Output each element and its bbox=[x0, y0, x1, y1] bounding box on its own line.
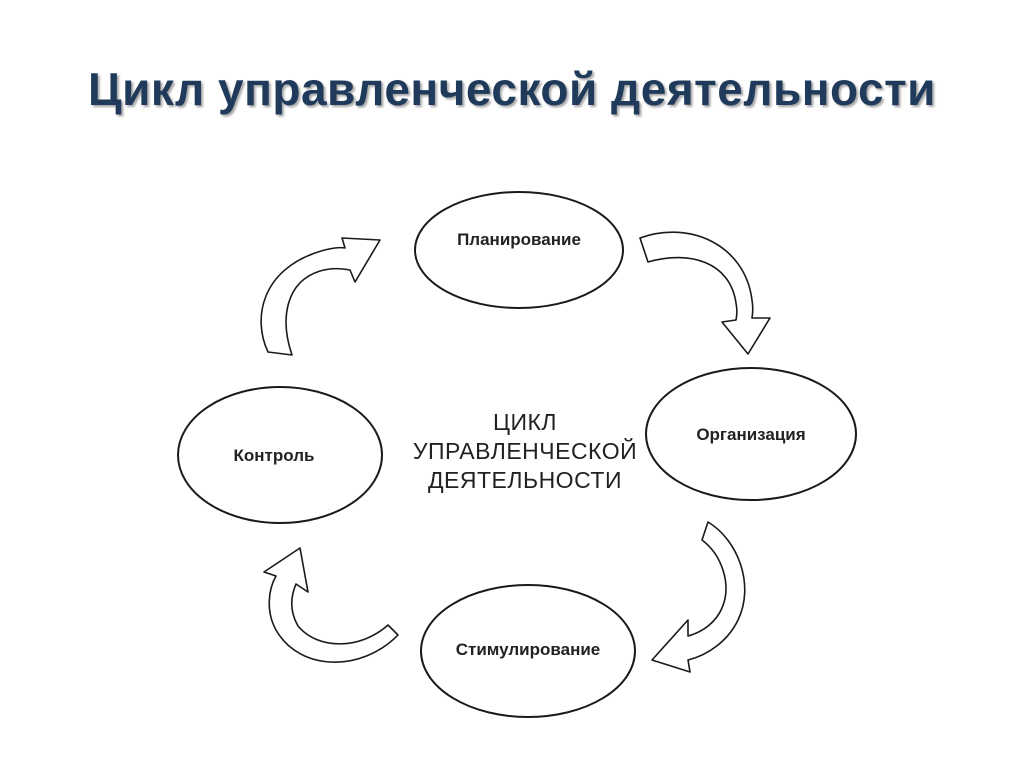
node-stimulation-ellipse bbox=[420, 584, 636, 718]
slide-title: Цикл управленческой деятельности bbox=[88, 63, 936, 115]
arrow-stimulation-to-control bbox=[263, 547, 399, 663]
node-planning: Планирование bbox=[414, 191, 624, 309]
node-organization: Организация bbox=[645, 367, 857, 501]
node-planning-label: Планирование bbox=[457, 230, 581, 249]
center-label: ЦИКЛ УПРАВЛЕНЧЕСКОЙ ДЕЯТЕЛЬНОСТИ bbox=[413, 409, 637, 493]
arrow-control-to-planning bbox=[260, 237, 381, 356]
node-organization-label: Организация bbox=[696, 425, 805, 444]
center-label-line-3: ДЕЯТЕЛЬНОСТИ bbox=[428, 467, 622, 493]
node-stimulation: Стимулирование bbox=[420, 584, 636, 718]
arrow-organization-to-stimulation bbox=[651, 521, 746, 673]
center-label-line-2: УПРАВЛЕНЧЕСКОЙ bbox=[413, 437, 637, 464]
node-control-ellipse bbox=[177, 386, 383, 524]
node-control: Контроль bbox=[177, 386, 383, 524]
node-stimulation-label: Стимулирование bbox=[456, 640, 601, 659]
node-control-label: Контроль bbox=[234, 446, 315, 465]
node-organization-ellipse bbox=[645, 367, 857, 501]
node-planning-ellipse bbox=[414, 191, 624, 309]
arrow-planning-to-organization bbox=[639, 231, 771, 355]
center-label-line-1: ЦИКЛ bbox=[493, 409, 557, 435]
